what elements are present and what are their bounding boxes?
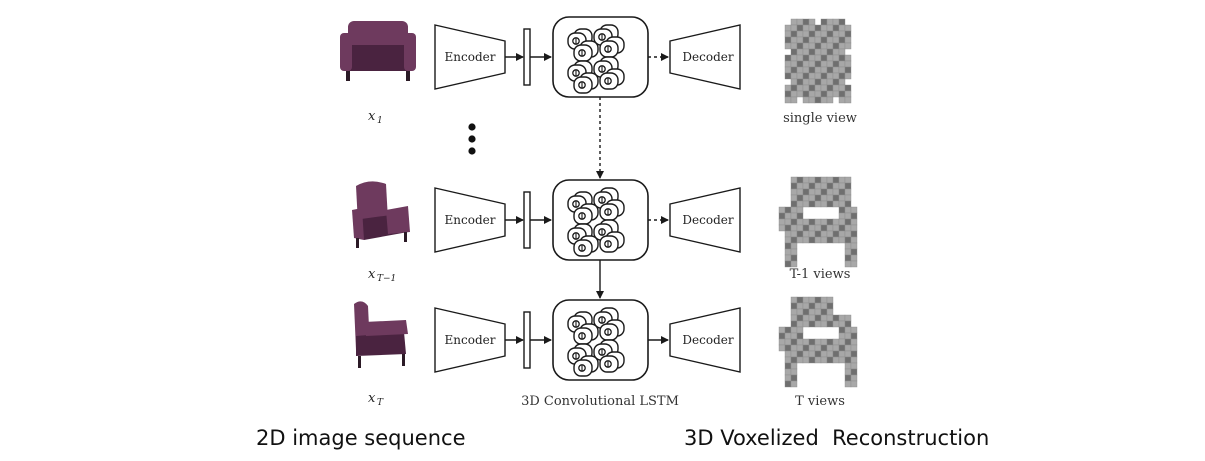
- voxel-reconstruction: [784, 18, 852, 104]
- ellipsis-dot-1: [468, 123, 476, 131]
- encoder-label: Encoder: [445, 333, 496, 347]
- decoder-label: Decoder: [682, 333, 733, 347]
- input-chair-image: [354, 301, 408, 368]
- decoder-label: Decoder: [682, 213, 733, 227]
- decoder-block: [669, 187, 741, 253]
- ellipsis-dot-3: [468, 147, 476, 155]
- input-label: x: [368, 109, 376, 124]
- lstm-caption: 3D Convolutional LSTM: [521, 394, 679, 409]
- input-chair-image: [340, 21, 416, 81]
- input-subscript: T: [377, 398, 384, 408]
- decoder-label: Decoder: [682, 50, 733, 64]
- feature-vector: [523, 191, 531, 249]
- output-caption: T-1 views: [790, 267, 851, 282]
- input-label: x: [368, 391, 376, 406]
- feature-vector: [523, 28, 531, 86]
- encoder-block: [434, 24, 506, 90]
- input-label: x: [368, 267, 376, 282]
- voxel-reconstruction: [778, 296, 858, 388]
- decoder-block: [669, 307, 741, 373]
- encoder-block: [434, 187, 506, 253]
- voxel-reconstruction: [778, 176, 858, 268]
- input-subscript: 1: [377, 116, 383, 126]
- output-caption: single view: [783, 111, 857, 126]
- encoder-label: Encoder: [445, 50, 496, 64]
- feature-vector: [523, 311, 531, 369]
- ellipsis-dot-2: [468, 135, 476, 143]
- input-subscript: T−1: [377, 274, 396, 284]
- encoder-label: Encoder: [445, 213, 496, 227]
- encoder-block: [434, 307, 506, 373]
- output-caption: T views: [795, 394, 845, 409]
- footer-2d-image-sequence: 2D image sequence: [256, 426, 466, 450]
- footer-3d-voxelized-reconstruction: 3D Voxelized Reconstruction: [684, 426, 990, 450]
- input-chair-image: [352, 181, 410, 248]
- decoder-block: [669, 24, 741, 90]
